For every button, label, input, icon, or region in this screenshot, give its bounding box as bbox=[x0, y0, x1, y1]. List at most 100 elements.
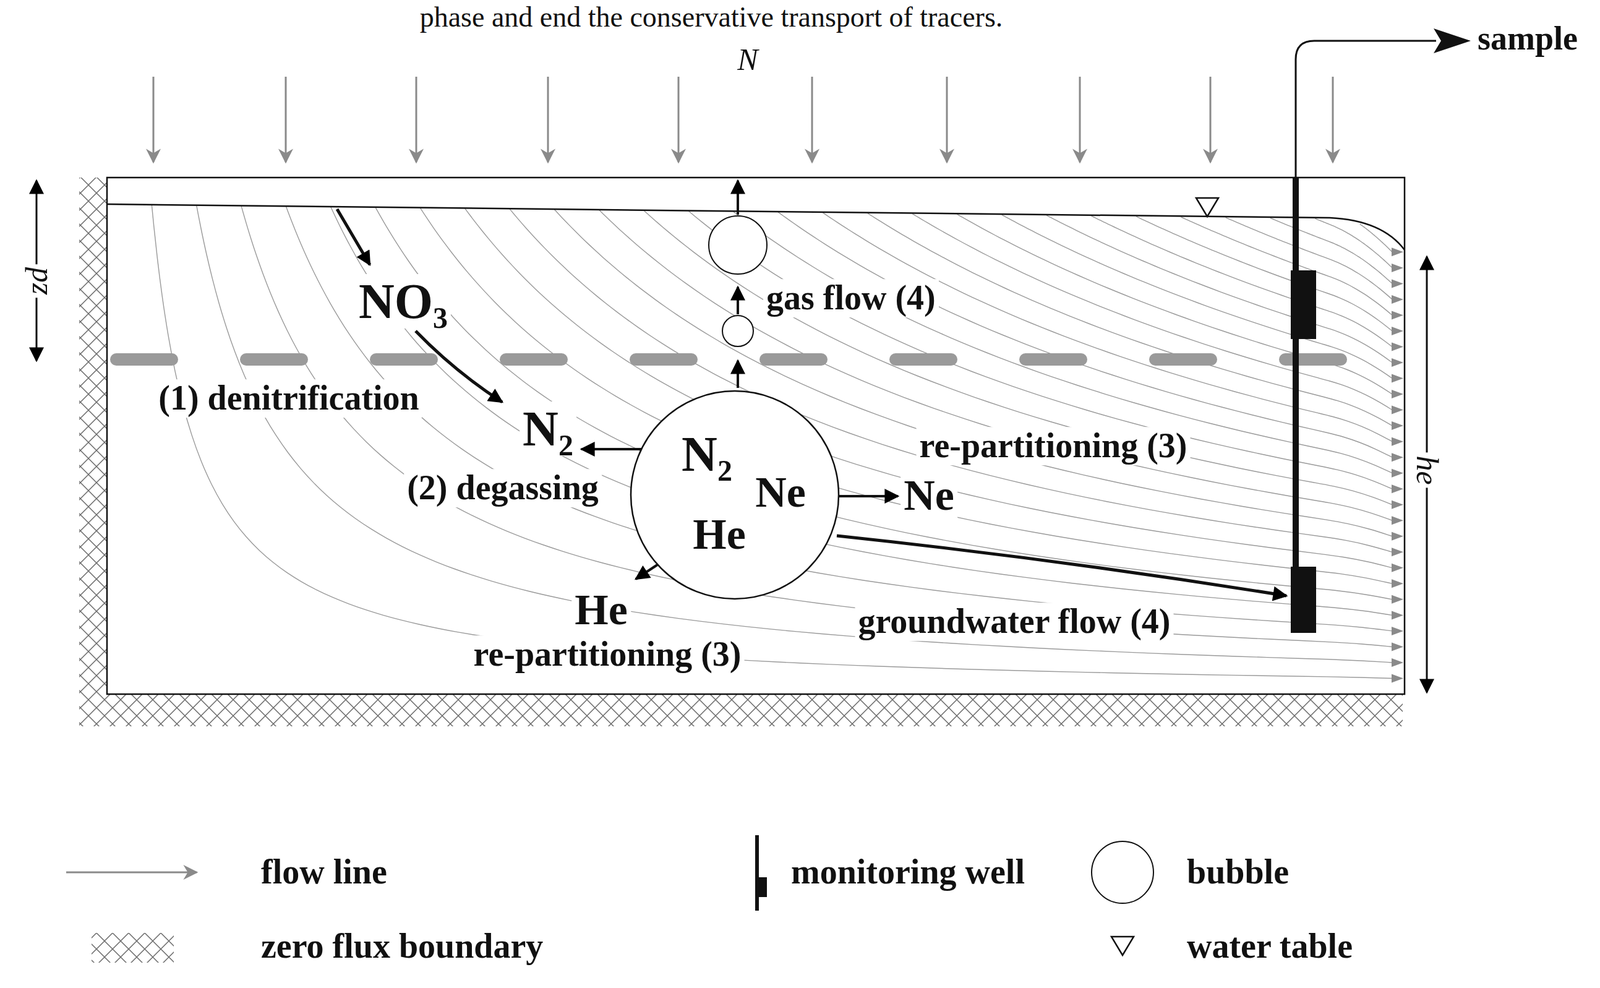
recharge-label: N bbox=[734, 42, 761, 77]
process-label: re-partitioning (3) bbox=[470, 635, 745, 674]
gas-flow-arrow bbox=[736, 360, 740, 388]
gas-bubble: N₂ NeHe bbox=[629, 389, 840, 600]
dimension-label: he bbox=[1410, 452, 1445, 488]
flow-line bbox=[912, 213, 1393, 411]
nitrate-arrow bbox=[337, 209, 370, 265]
flow-line bbox=[1270, 217, 1393, 284]
flow-line bbox=[778, 212, 1393, 458]
denitrification-depth-line bbox=[116, 353, 1372, 366]
process-label: (1) denitrification bbox=[155, 379, 422, 418]
flow-arrowhead bbox=[1391, 673, 1404, 683]
legend-label: zero flux boundary bbox=[257, 927, 547, 966]
species-label: NO₃ bbox=[355, 273, 451, 329]
flow-line bbox=[465, 208, 1393, 568]
flow-line bbox=[1046, 215, 1393, 363]
flow-arrowhead bbox=[1391, 263, 1404, 273]
flow-arrowhead bbox=[1391, 484, 1404, 493]
process-label: groundwater flow (4) bbox=[854, 602, 1174, 641]
aquifer-box bbox=[106, 177, 1405, 694]
node-outline bbox=[629, 389, 840, 600]
well-screen bbox=[1290, 270, 1317, 339]
flow-line bbox=[1136, 216, 1393, 331]
legend-well-screen bbox=[757, 877, 767, 897]
process-label: gas flow (4) bbox=[763, 278, 939, 318]
flow-lines bbox=[151, 204, 1404, 683]
flow-arrowhead bbox=[1391, 326, 1404, 336]
bubble-outline bbox=[630, 390, 839, 599]
flow-arrowhead bbox=[1391, 594, 1404, 604]
flow-line bbox=[1314, 218, 1393, 268]
flow-arrowhead bbox=[1391, 658, 1404, 667]
legend-water-table bbox=[1111, 936, 1134, 955]
flow-arrowhead bbox=[1391, 437, 1404, 446]
sample-label: sample bbox=[1474, 20, 1581, 57]
species-label: He bbox=[692, 510, 746, 558]
monitoring-well bbox=[1292, 177, 1299, 633]
well-screen bbox=[1290, 566, 1317, 633]
flow-line bbox=[1180, 217, 1393, 316]
flow-arrowhead bbox=[1391, 389, 1404, 399]
legend-label: flow line bbox=[257, 852, 391, 892]
groundwater-flow-arrow bbox=[836, 535, 1287, 596]
flow-line bbox=[196, 205, 1393, 663]
legend-zero-flux bbox=[91, 932, 174, 963]
sample-line bbox=[1295, 40, 1437, 180]
legend-label: water table bbox=[1183, 927, 1356, 966]
flow-line bbox=[285, 205, 1393, 631]
flow-arrowhead bbox=[1391, 515, 1404, 525]
flow-arrowhead bbox=[1391, 374, 1404, 383]
zero-flux-boundary bbox=[79, 177, 107, 694]
species-label: Ne bbox=[755, 468, 806, 516]
water-table-symbol bbox=[1196, 197, 1219, 217]
flow-arrowhead bbox=[1391, 278, 1404, 288]
denitrification-arrow bbox=[415, 330, 503, 403]
legend-flow-line bbox=[66, 871, 197, 874]
zero-flux-boundary bbox=[79, 693, 1403, 727]
species-label: N₂ bbox=[681, 426, 733, 482]
flow-line bbox=[599, 209, 1393, 521]
small-bubble bbox=[708, 215, 767, 274]
flow-arrowhead bbox=[1391, 531, 1404, 541]
recharge-arrows bbox=[153, 76, 1333, 163]
flow-arrowhead bbox=[1391, 342, 1404, 352]
species-label: Ne bbox=[900, 471, 958, 519]
legend-label: bubble bbox=[1183, 852, 1292, 892]
flow-arrowhead bbox=[1391, 547, 1404, 557]
flow-line bbox=[957, 213, 1393, 394]
flow-arrowhead bbox=[1391, 468, 1404, 478]
flow-arrowhead bbox=[1391, 405, 1404, 415]
flow-arrowhead bbox=[1391, 452, 1404, 462]
flow-arrowhead bbox=[1391, 247, 1404, 257]
species-label: N₂ bbox=[519, 401, 577, 456]
flow-line bbox=[330, 206, 1393, 615]
flow-line bbox=[375, 207, 1393, 600]
flow-arrowhead bbox=[1391, 500, 1404, 510]
process-label: (2) degassing bbox=[403, 468, 602, 508]
flow-line bbox=[419, 207, 1393, 584]
flow-arrowhead bbox=[1391, 358, 1404, 367]
flow-arrowhead bbox=[1391, 295, 1404, 304]
gas-flow-arrow bbox=[736, 286, 740, 315]
sample-arrow bbox=[1433, 28, 1471, 54]
flow-arrowhead bbox=[1391, 578, 1404, 588]
flow-line bbox=[823, 212, 1393, 442]
flow-arrowhead bbox=[1391, 421, 1404, 430]
flow-arrowhead bbox=[1391, 563, 1404, 573]
small-bubble bbox=[722, 315, 754, 347]
flow-arrowhead bbox=[1391, 641, 1404, 651]
legend-bubble bbox=[1091, 841, 1154, 903]
gas-flow-arrow bbox=[736, 180, 740, 215]
caption-fragment: phase and end the conservative transport… bbox=[416, 1, 1007, 34]
species-label: He bbox=[571, 585, 631, 634]
process-label: re-partitioning (3) bbox=[916, 426, 1191, 466]
legend-monitoring-well bbox=[755, 834, 759, 911]
flow-line bbox=[241, 205, 1393, 647]
flow-arrowhead bbox=[1391, 310, 1404, 320]
flow-arrowhead bbox=[1391, 626, 1404, 636]
flow-arrowhead bbox=[1391, 610, 1404, 620]
flow-line bbox=[1091, 215, 1393, 347]
dimension-label: zd bbox=[19, 264, 54, 298]
legend-label: monitoring well bbox=[787, 852, 1028, 892]
flow-line bbox=[867, 213, 1393, 426]
